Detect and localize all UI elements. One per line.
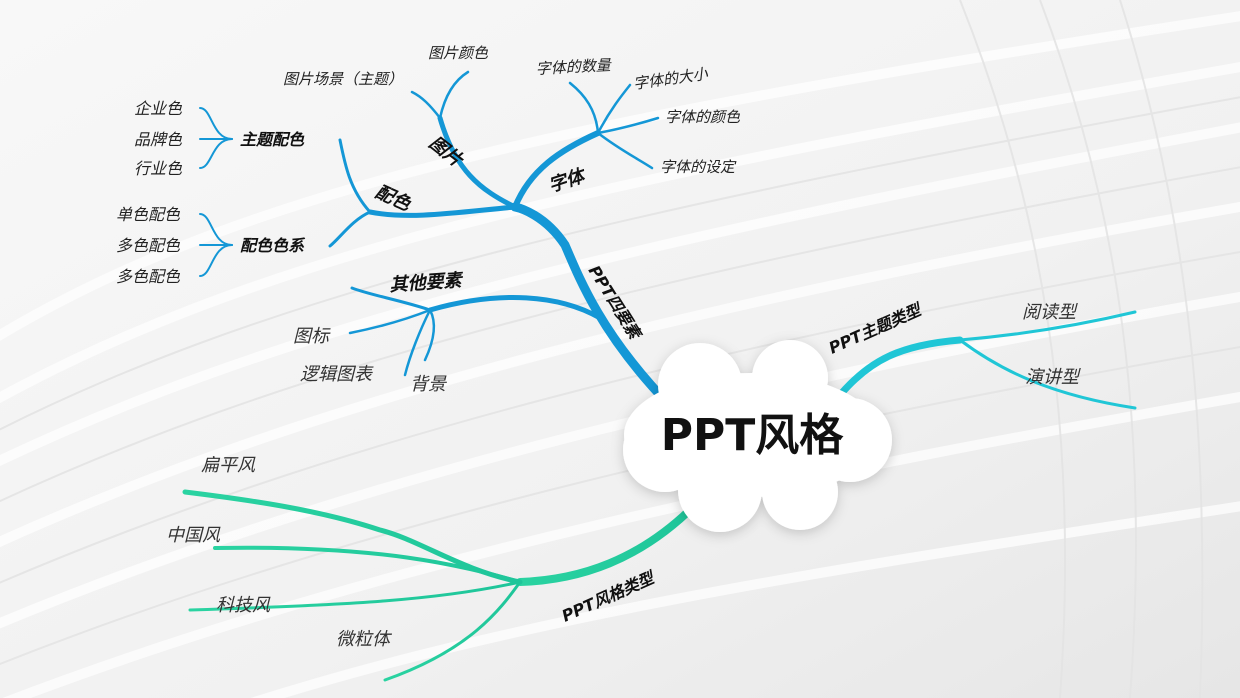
- center-title: PPT风格: [661, 410, 845, 461]
- theme-color-item-enterprise: 企业色: [134, 99, 183, 118]
- style-type-particle: 微粒体: [336, 629, 393, 650]
- theme-type-reading: 阅读型: [1022, 302, 1078, 323]
- theme-color-item-brand: 品牌色: [134, 130, 183, 149]
- color-system-item-multi-1: 多色配色: [116, 236, 181, 255]
- font-item-setting: 字体的设定: [660, 158, 737, 176]
- style-type-chinese: 中国风: [166, 525, 221, 546]
- color-system-item-multi-2: 多色配色: [116, 267, 181, 286]
- image-item-color: 图片颜色: [428, 44, 489, 62]
- style-type-flat: 扁平风: [201, 455, 256, 476]
- other-item-icon: 图标: [293, 326, 331, 347]
- center-cloud: [623, 340, 892, 532]
- theme-color-item-industry: 行业色: [134, 159, 183, 178]
- style-types-branch-lines: [182, 489, 699, 682]
- other-item-chart: 逻辑图表: [300, 364, 374, 385]
- color-system-item-single: 单色配色: [116, 205, 181, 224]
- image-item-scene: 图片场景（主题）: [283, 70, 403, 88]
- elements-branch-lines: [199, 70, 665, 400]
- theme-types-branch-lines: [836, 310, 1137, 410]
- font-item-count: 字体的数量: [535, 56, 613, 78]
- font-item-color: 字体的颜色: [665, 108, 741, 126]
- other-item-background: 背景: [410, 374, 448, 395]
- theme-color-label: 主题配色: [240, 130, 305, 149]
- color-system-label: 配色色系: [240, 236, 306, 255]
- theme-type-speech: 演讲型: [1025, 367, 1081, 388]
- other-branch-label: 其他要素: [389, 270, 465, 296]
- background-swirl: [0, 11, 1240, 698]
- style-type-tech: 科技风: [216, 595, 271, 616]
